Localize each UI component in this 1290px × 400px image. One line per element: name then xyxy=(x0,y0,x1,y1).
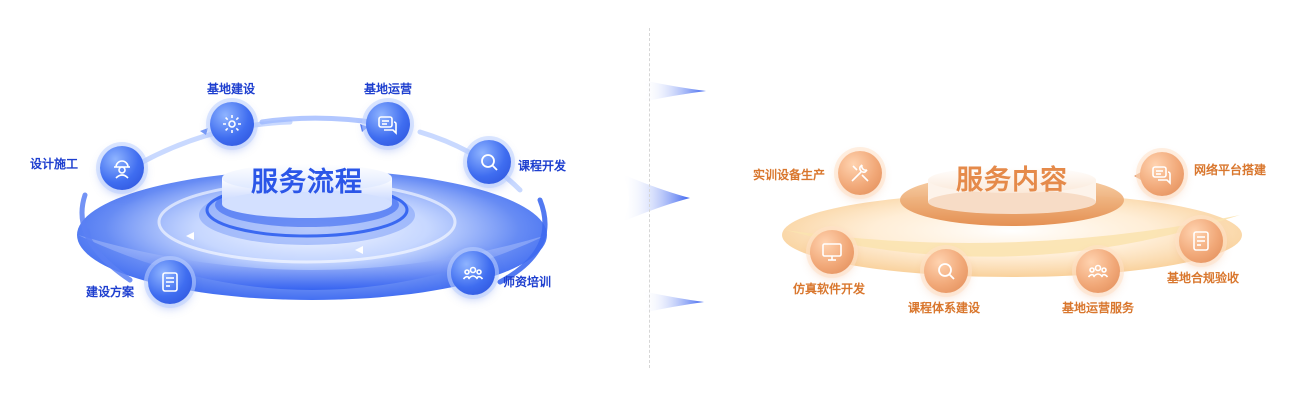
node-network-platform xyxy=(1140,152,1184,196)
node-course-development xyxy=(467,140,511,184)
node-equipment-production xyxy=(838,151,882,195)
node-base-operation xyxy=(366,102,410,146)
page-title-service-process: 服务流程 xyxy=(251,167,363,198)
node-base-operation-service xyxy=(1076,249,1120,293)
flow-arrow-bottom xyxy=(642,291,704,313)
blue-platform-bottom xyxy=(222,190,392,218)
orange-platform-bottom xyxy=(928,190,1096,214)
orange-platform-top xyxy=(928,167,1096,193)
blue-base-edge xyxy=(78,235,547,290)
node-teacher-training xyxy=(451,251,495,295)
people-icon xyxy=(1087,264,1109,278)
blue-platform-top xyxy=(222,164,392,192)
node-construction-plan xyxy=(148,260,192,304)
node-simulation-software xyxy=(810,230,854,274)
document-icon xyxy=(1193,231,1209,251)
flow-arrow-middle xyxy=(622,174,690,222)
label-teacher-training: 师资培训 xyxy=(503,275,552,289)
orange-base-edge xyxy=(785,215,1240,257)
blue-direction-marker xyxy=(360,124,368,132)
blue-direction-marker xyxy=(84,228,91,236)
label-design-construction: 设计施工 xyxy=(30,157,79,171)
chat-icon xyxy=(1152,166,1171,185)
blue-orbit-arc xyxy=(497,197,548,285)
document-icon xyxy=(162,272,178,292)
label-course-system: 课程体系建设 xyxy=(908,301,981,315)
chat-icon xyxy=(378,116,397,135)
label-base-operation-service: 基地运营服务 xyxy=(1062,301,1135,315)
blue-direction-marker xyxy=(200,128,208,135)
blue-orbit-arc xyxy=(79,192,133,283)
orange-direction-marker xyxy=(1134,172,1141,180)
label-equipment-production: 实训设备生产 xyxy=(753,168,826,182)
worker-icon xyxy=(114,160,130,179)
orange-base-glow xyxy=(782,193,1242,277)
search-icon xyxy=(481,154,498,171)
search-icon xyxy=(938,263,955,280)
tools-icon xyxy=(851,164,869,182)
label-base-operation: 基地运营 xyxy=(364,82,413,96)
label-construction-plan: 建设方案 xyxy=(86,285,135,299)
node-design-construction xyxy=(100,146,144,190)
people-icon xyxy=(462,266,484,280)
label-simulation-software: 仿真软件开发 xyxy=(793,282,866,296)
flow-arrow-top xyxy=(642,80,706,102)
node-compliance-acceptance xyxy=(1179,219,1223,263)
monitor-icon xyxy=(822,243,842,261)
gear-icon xyxy=(223,115,241,133)
blue-direction-marker xyxy=(186,232,194,240)
label-compliance-acceptance: 基地合规验收 xyxy=(1167,271,1240,285)
node-base-construction xyxy=(210,102,254,146)
label-network-platform: 网络平台搭建 xyxy=(1194,163,1267,177)
node-course-system xyxy=(924,249,968,293)
label-course-development: 课程开发 xyxy=(518,159,567,173)
section-divider xyxy=(649,28,650,368)
page-title-service-content: 服务内容 xyxy=(956,165,1068,196)
blue-direction-marker xyxy=(355,246,363,254)
label-base-construction: 基地建设 xyxy=(207,82,256,96)
